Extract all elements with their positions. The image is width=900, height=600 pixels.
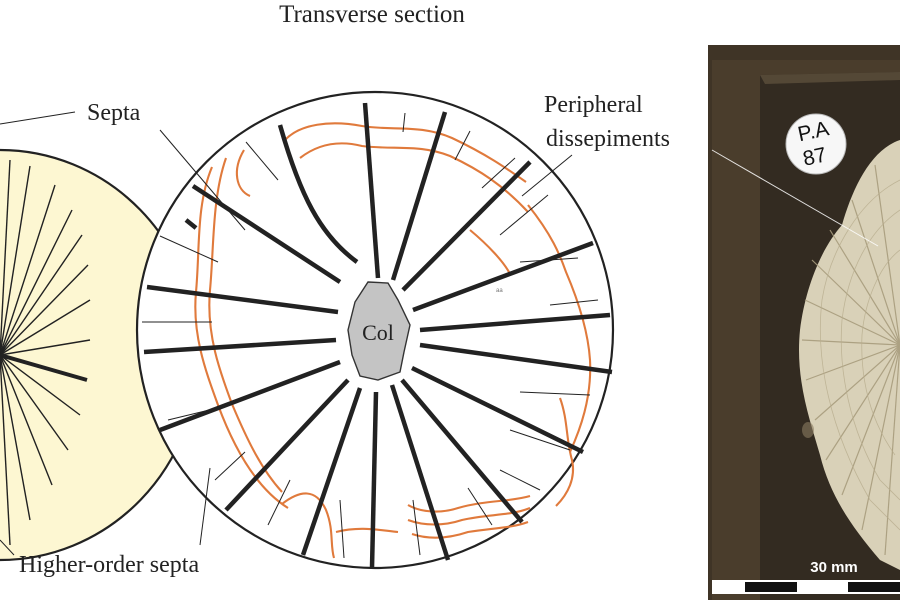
major-septum	[411, 365, 584, 455]
scale-bar-segment	[745, 582, 797, 592]
major-septum	[369, 391, 379, 569]
title: Transverse section	[279, 1, 465, 28]
peripheral-label-line2: dissepiments	[546, 126, 670, 152]
major-septum	[401, 160, 532, 292]
dissepiment-arc	[284, 122, 527, 183]
specimen-texture	[801, 164, 900, 556]
left-septum	[0, 339, 91, 356]
left-septum	[0, 184, 56, 356]
major-septum	[146, 284, 339, 315]
higher-order-septum	[245, 141, 279, 181]
higher-order-septum	[519, 391, 591, 396]
left-septum	[0, 354, 69, 451]
higher-order-septum	[481, 157, 516, 189]
slide-edge-highlight	[760, 72, 900, 84]
dissepiment-arc	[194, 166, 289, 509]
left-septum	[0, 354, 81, 416]
higher-order-septum	[402, 112, 406, 133]
major-septum	[277, 124, 359, 264]
higher-order-septum	[339, 499, 345, 559]
major-septum-stub	[184, 218, 198, 230]
scale-label: 30 mm	[810, 559, 858, 576]
dissepiment-arc	[555, 397, 575, 507]
higher-order-septum	[412, 499, 421, 556]
major-septum	[224, 378, 350, 512]
higher-order-leader-left	[0, 539, 15, 556]
dissepiment-arc	[527, 204, 592, 453]
major-septum	[300, 387, 363, 556]
higher-order-septa-group	[142, 112, 599, 559]
higher-order-septum	[549, 299, 599, 306]
dissepiment-arc	[407, 494, 531, 513]
higher-order-septum	[159, 235, 219, 263]
higher-order-septum	[499, 194, 549, 236]
coral-specimen	[799, 140, 900, 570]
left-septum	[0, 209, 73, 356]
dissepiment-arc	[281, 492, 336, 559]
scale-bar-segment	[848, 582, 900, 592]
higher-order-label: Higher-order septa	[19, 552, 199, 578]
left-septum	[0, 354, 53, 486]
major-septum	[419, 312, 611, 333]
specimen-tag-text-2: 87	[801, 143, 829, 170]
left-septa-group	[0, 159, 91, 546]
specimen-speck	[802, 422, 814, 438]
dissepiment-arc	[469, 229, 511, 275]
dissepiment-arc	[235, 149, 251, 197]
major-septum	[362, 102, 381, 279]
left-septum	[0, 234, 83, 356]
transverse-section-diagram: Col aa	[135, 90, 615, 570]
tiny-mark: aa	[496, 288, 503, 294]
major-septum	[143, 337, 337, 355]
left-septum	[0, 159, 11, 356]
higher-order-septum	[267, 479, 291, 526]
major-septum	[159, 359, 341, 433]
higher-order-leader-right	[199, 467, 211, 546]
septa-leader	[159, 129, 246, 231]
septa-leader-left	[0, 111, 76, 125]
major-septum	[191, 184, 342, 284]
dissepiments-group	[194, 122, 592, 559]
dissepiment-arc	[411, 521, 529, 539]
peripheral-label-line1: Peripheral	[544, 92, 643, 118]
septa-label: Septa	[87, 100, 141, 126]
left-septum	[0, 299, 91, 356]
left-septum	[0, 264, 89, 356]
specimen-tag	[785, 113, 847, 175]
higher-order-septum	[509, 429, 571, 451]
left-septum	[0, 165, 31, 356]
major-septum	[412, 240, 594, 313]
higher-order-septum	[214, 451, 246, 481]
left-septum	[0, 354, 11, 546]
major-septum	[390, 111, 448, 281]
dissepiments-leader-photo	[711, 149, 879, 247]
columella-shape	[347, 281, 411, 381]
major-septum	[419, 342, 613, 375]
specimen-photo: P.A 87 30 mm	[708, 45, 900, 600]
higher-order-septum	[499, 469, 541, 491]
major-septum	[389, 384, 451, 561]
left-septum	[0, 354, 31, 521]
left-septum	[0, 353, 88, 382]
columella-label: Col	[362, 320, 394, 345]
dissepiment-arc	[299, 142, 529, 213]
specimen-texture-rings	[819, 179, 900, 531]
higher-order-septum	[467, 487, 493, 526]
major-septum	[400, 378, 524, 524]
major-septa-group	[143, 102, 613, 569]
higher-order-septum	[454, 130, 471, 161]
dissepiments-leader	[521, 154, 573, 197]
